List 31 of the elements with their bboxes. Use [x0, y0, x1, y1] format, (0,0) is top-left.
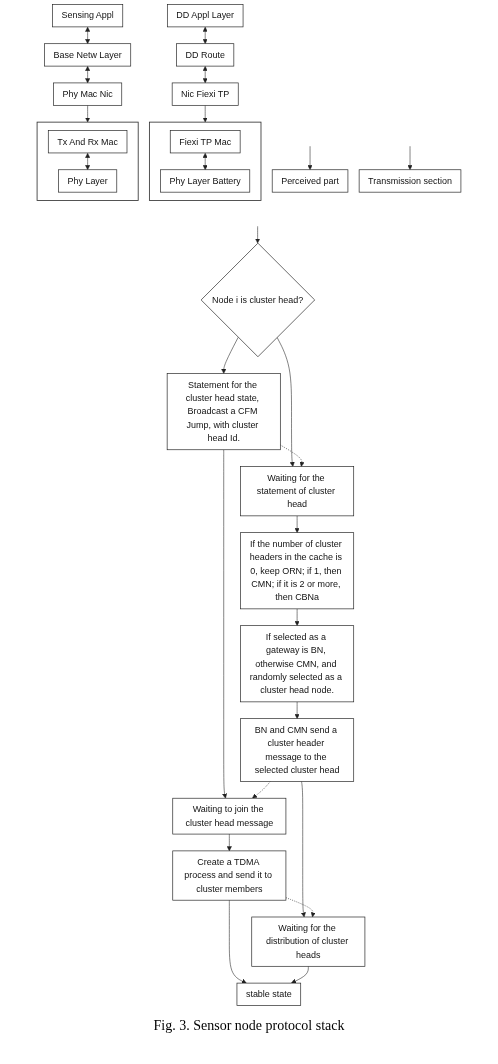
node-box: Phy Layer	[58, 169, 118, 193]
node-box: Statement for the cluster head state, Broadcast a CFM Jump, with cluster head Id.	[166, 373, 281, 451]
node-box: If selected as a gateway is BN, otherwise CMN, and randomly selected as a cluster head node.	[240, 625, 355, 703]
node-box: Base Netw Layer	[44, 43, 132, 67]
node-box: Create a TDMA process and send it to cluster members	[172, 850, 287, 901]
node-box: DD Route	[176, 43, 235, 67]
arrow	[202, 152, 208, 170]
node-box: BN and CMN send a cluster header message to the selected cluster head	[240, 718, 355, 782]
cluster	[36, 121, 139, 201]
node-box: Sensing Appl	[52, 4, 124, 28]
node-box: Transmission section	[358, 169, 462, 193]
node-box: stable state	[236, 982, 302, 1006]
arrow	[202, 66, 208, 84]
node-box: Fiexi TP Mac	[169, 130, 241, 154]
arrow	[85, 152, 91, 170]
arrow	[85, 66, 91, 84]
node-box: Nic Fiexi TP	[171, 82, 239, 106]
figure-caption: Fig. 3. Sensor node protocol stack	[152, 1018, 346, 1034]
node-box: If the number of cluster headers in the cache is 0, keep ORN; if 1, then CMN; if it is 2 or more, then CBNa	[240, 532, 355, 610]
node-box: Waiting to join the cluster head message	[172, 797, 287, 835]
cluster	[149, 121, 262, 201]
node-box: Phy Mac Nic	[53, 82, 123, 106]
arrow	[202, 26, 208, 44]
node-box: Perceived part	[271, 169, 349, 193]
node-box: Waiting for the statement of cluster head	[240, 466, 355, 517]
node-box: Phy Layer Battery	[160, 169, 251, 193]
arrow	[85, 26, 91, 44]
node-box: Tx And Rx Mac	[47, 130, 128, 154]
node-diamond: Node i is cluster head?	[200, 242, 316, 358]
node-box: Waiting for the distribution of cluster heads	[251, 916, 366, 967]
node-box: DD Appl Layer	[167, 4, 244, 28]
